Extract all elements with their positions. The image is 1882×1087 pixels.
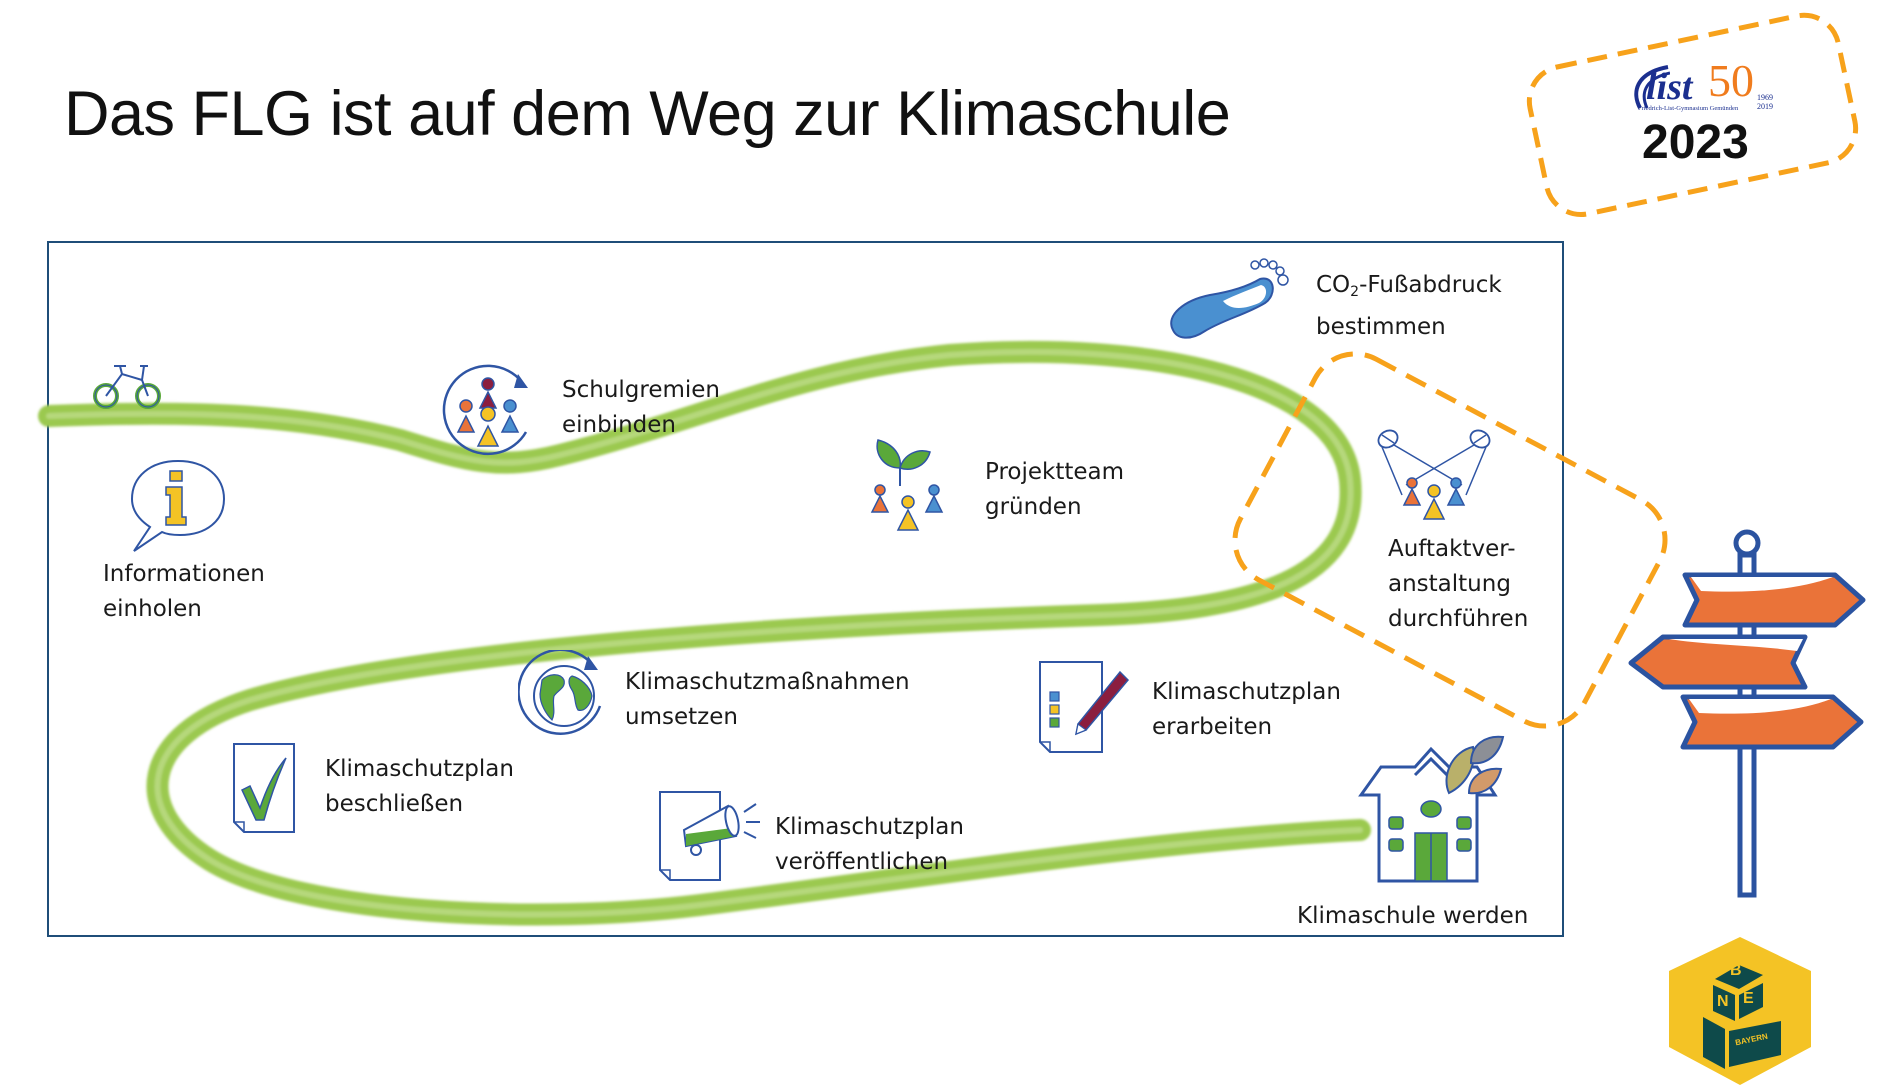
roadmap-frame: [47, 241, 1564, 937]
step-label-line: beschließen: [325, 791, 464, 817]
step-label-team: Projektteam gründen: [985, 455, 1124, 525]
spotlight-audience-icon: [1377, 429, 1491, 520]
globe-cycle-icon: [518, 650, 602, 735]
co2-subscript: 2: [1350, 284, 1360, 300]
step-label-line: Projektteam: [985, 459, 1125, 485]
step-label-line: bestimmen: [1316, 314, 1446, 340]
step-label-line: CO2-Fußabdruck: [1316, 268, 1502, 310]
bne-letter-n: N: [1717, 993, 1729, 1010]
step-label-co2: CO2-Fußabdruck bestimmen: [1316, 268, 1502, 345]
step-label-line: erarbeiten: [1152, 714, 1273, 740]
info-speech-bubble-icon: [130, 459, 226, 552]
step-label-info: Informationen einholen: [103, 557, 265, 627]
step-label-line: umsetzen: [625, 704, 738, 730]
step-label-line: Auftaktver-: [1388, 536, 1516, 562]
bne-letter-e: E: [1743, 990, 1754, 1007]
document-megaphone-icon: [659, 791, 760, 881]
logo-year: 2023: [1642, 116, 1749, 169]
step-label-line: Klimaschule werden: [1297, 903, 1529, 929]
document-check-icon: [233, 743, 295, 833]
step-label-line: einholen: [103, 596, 202, 622]
slide-title: Das FLG ist auf dem Weg zur Klimaschule: [64, 79, 1231, 149]
school-logo: list 50 1969 2019 Friedrich-List-Gymnasi…: [1630, 55, 1780, 175]
step-label-line: durchführen: [1388, 606, 1529, 632]
highlight-box-auftakt: [1232, 351, 1668, 729]
step-label-klimaschule: Klimaschule werden: [1297, 899, 1528, 934]
bne-bayern-badge: [1669, 937, 1811, 1085]
logo-swoosh-icon: [1634, 65, 1670, 109]
co2-prefix: CO: [1316, 272, 1351, 298]
step-label-veroeffentlichen: Klimaschutzplan veröffentlichen: [775, 810, 964, 880]
step-label-line: einbinden: [562, 412, 677, 438]
step-label-gremien: Schulgremien einbinden: [562, 373, 720, 443]
step-label-auftakt: Auftaktver- anstaltung durchführen: [1388, 532, 1528, 637]
logo-number: 50: [1708, 55, 1754, 106]
step-label-line: Schulgremien: [562, 377, 721, 403]
signpost-icon: [1628, 529, 1866, 898]
people-cycle-icon: [442, 364, 528, 456]
step-label-line: gründen: [985, 494, 1082, 520]
school-leaves-icon: [1358, 735, 1505, 883]
footprint-icon: [1170, 258, 1289, 339]
step-label-line: Informationen: [103, 561, 265, 587]
step-label-line: Klimaschutzplan: [1152, 679, 1341, 705]
logo-brand: list: [1646, 66, 1693, 108]
logo-years-from: 1969: [1757, 93, 1773, 102]
bicycle-icon: [93, 365, 161, 409]
step-label-line: veröffentlichen: [775, 849, 949, 875]
step-label-line: Klimaschutzplan: [775, 814, 964, 840]
step-label-line: anstaltung: [1388, 571, 1511, 597]
logo-school-name: Friedrich-List-Gymnasium Gemünden: [1638, 105, 1739, 112]
step-label-line: Klimaschutzplan: [325, 756, 514, 782]
step-label-umsetzen: Klimaschutzmaßnahmen umsetzen: [625, 665, 910, 735]
logo-years-to: 2019: [1757, 102, 1773, 111]
bne-letter-b: B: [1730, 962, 1742, 979]
step-label-line: Klimaschutzmaßnahmen: [625, 669, 910, 695]
step-label-erarbeiten: Klimaschutzplan erarbeiten: [1152, 675, 1341, 745]
step-label-beschliessen: Klimaschutzplan beschließen: [325, 752, 514, 822]
co2-suffix: -Fußabdruck: [1359, 272, 1502, 298]
team-plant-icon: [870, 439, 944, 531]
green-path: [38, 340, 1371, 926]
checklist-pencil-icon: [1039, 661, 1130, 753]
